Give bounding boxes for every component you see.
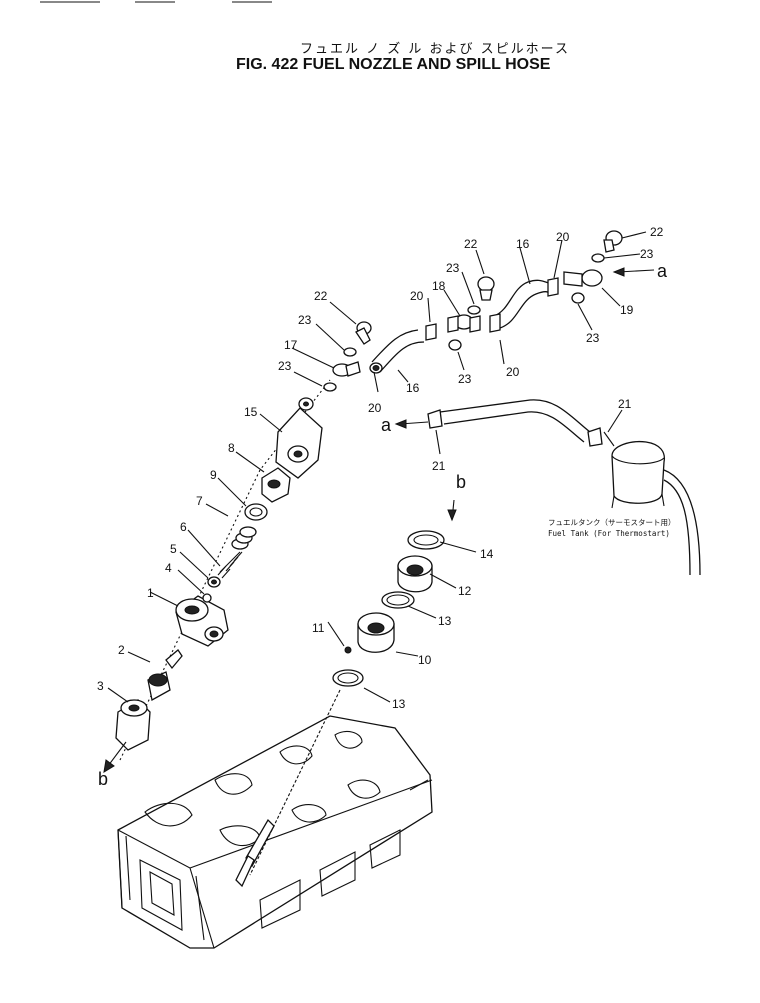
- figure-title-english: FIG. 422 FUEL NOZZLE AND SPILL HOSE: [236, 56, 551, 73]
- marker-b-top: b: [456, 472, 466, 492]
- callout-16-right: 16: [516, 237, 530, 251]
- callout-21-left: 21: [432, 459, 446, 473]
- callout-21-right: 21: [618, 397, 632, 411]
- return-pipe: [427, 399, 603, 447]
- figure-title-japanese: フュエル ノ ズ ル および スピルホース: [300, 42, 571, 57]
- part-23-washer-b: [467, 305, 481, 315]
- part-20-hose-clip-a: [425, 323, 437, 341]
- part-22-banjo-bolt-left: [355, 321, 372, 345]
- callout-numbers: 1 2 3 4 5 6 7 8 9 10 11 12 13 13 14 15 1…: [97, 225, 664, 711]
- part-8-retaining-nut: [261, 467, 291, 503]
- part-7-adjusting-shims: [231, 526, 257, 550]
- part-10-nozzle-sleeve: [357, 612, 395, 653]
- callout-19: 19: [620, 303, 634, 317]
- part-17-banjo-fitting: [332, 361, 361, 377]
- part-22-banjo-bolt-middle: [477, 276, 495, 301]
- marker-b-bottom: b: [98, 769, 108, 789]
- callout-1: 1: [147, 586, 154, 600]
- callout-16-left: 16: [406, 381, 420, 395]
- callout-13-lower: 13: [392, 697, 406, 711]
- fuel-tank-note: フュエルタンク（サーモスタート用） Fuel Tank (For Thermos…: [548, 518, 676, 538]
- part-5-spacer: [207, 576, 221, 588]
- callout-12: 12: [458, 584, 472, 598]
- part-15-nozzle-clamp: [275, 397, 323, 479]
- callout-18: 18: [432, 279, 446, 293]
- callout-14: 14: [480, 547, 494, 561]
- part-22-banjo-bolt-right: [603, 230, 623, 253]
- callout-20-right: 20: [556, 230, 570, 244]
- part-23-washer-upper: [343, 347, 357, 357]
- callout-23-d: 23: [458, 372, 472, 386]
- part-1-nozzle-holder: [175, 595, 229, 647]
- callout-4: 4: [165, 561, 172, 575]
- part-13-o-ring-middle: [381, 591, 415, 609]
- part-6-spring: [217, 551, 243, 579]
- callout-2: 2: [118, 643, 125, 657]
- part-23-washer-lower: [323, 382, 337, 392]
- callout-20-left: 20: [368, 401, 382, 415]
- callout-23-b: 23: [278, 359, 292, 373]
- part-16-spill-hose-left: [369, 329, 425, 374]
- part-14-o-ring-upper: [407, 530, 445, 550]
- part-19-tee-fitting-right: [563, 269, 603, 304]
- callout-3: 3: [97, 679, 104, 693]
- callout-8: 8: [228, 441, 235, 455]
- part-23-washer-d: [591, 253, 605, 263]
- callout-22-middle: 22: [464, 237, 478, 251]
- part-23-washer-c: [448, 339, 462, 351]
- sleeve-insertion-line: [249, 689, 341, 876]
- fuel-tank-note-jp: フュエルタンク（サーモスタート用）: [548, 518, 676, 527]
- callout-13-middle: 13: [438, 614, 452, 628]
- callout-7: 7: [196, 494, 203, 508]
- callout-20-top: 20: [410, 289, 424, 303]
- marker-a-right: a: [657, 261, 668, 281]
- callout-23-a: 23: [298, 313, 312, 327]
- part-2-nozzle-tip: [147, 649, 183, 702]
- callout-10: 10: [418, 653, 432, 667]
- callout-5: 5: [170, 542, 177, 556]
- part-11-ball: [344, 646, 352, 654]
- part-16-spill-hose-right: [489, 277, 559, 333]
- fuel-tank-note-en: Fuel Tank (For Thermostart): [548, 529, 670, 538]
- part-4-ball: [202, 593, 212, 603]
- callout-23-e: 23: [640, 247, 654, 261]
- arrow-b-bottom-line: [107, 741, 127, 767]
- part-18-tee-fitting: [447, 314, 481, 333]
- callout-23-f: 23: [586, 331, 600, 345]
- marker-a-left: a: [381, 415, 392, 435]
- callout-22-left: 22: [314, 289, 328, 303]
- fuel-tank-thermostart: [603, 431, 701, 576]
- cylinder-head: [117, 715, 433, 949]
- part-9-o-ring: [244, 503, 268, 521]
- callout-17: 17: [284, 338, 298, 352]
- callout-6: 6: [180, 520, 187, 534]
- leader-lines: [107, 231, 647, 703]
- connection-markers: a a b b: [98, 261, 668, 789]
- part-12-sleeve: [397, 555, 433, 593]
- callout-9: 9: [210, 468, 217, 482]
- part-3-nozzle-nut: [115, 699, 151, 751]
- callout-11: 11: [312, 621, 325, 635]
- callout-20-lower: 20: [506, 365, 520, 379]
- part-13-o-ring-lower: [332, 669, 364, 687]
- callout-15: 15: [244, 405, 258, 419]
- callout-22-right: 22: [650, 225, 664, 239]
- callout-23-c: 23: [446, 261, 460, 275]
